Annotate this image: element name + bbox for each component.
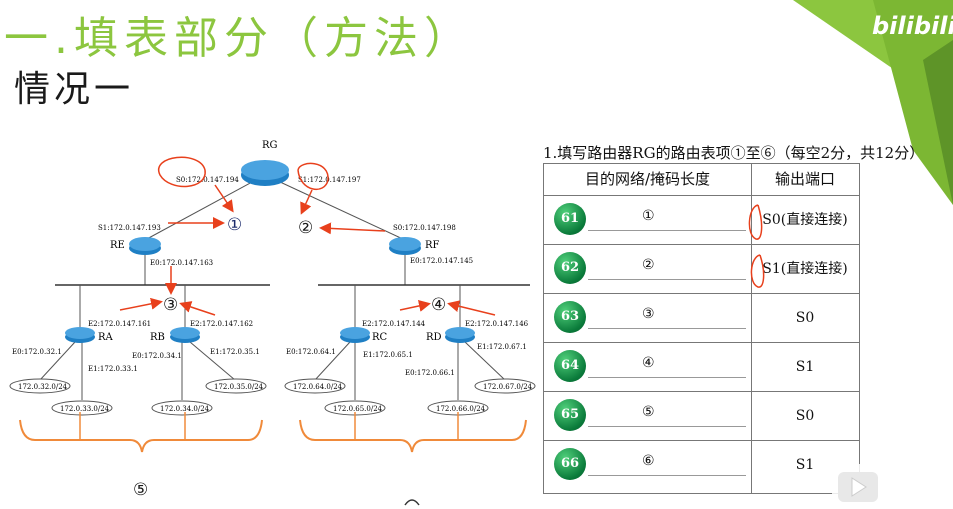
- interface-label: S0:172.0.147.198: [393, 224, 456, 232]
- router-rg-icon: [241, 160, 289, 186]
- play-icon[interactable]: [828, 460, 888, 509]
- router-rf-icon: [389, 237, 421, 255]
- router-re-icon: [129, 237, 161, 255]
- row-port: S1: [795, 457, 815, 473]
- interface-label: E1:172.0.35.1: [210, 348, 260, 356]
- interface-label: E2:172.0.147.146: [465, 320, 529, 328]
- router-rd-icon: [445, 327, 475, 343]
- router-rg-label: RG: [262, 140, 278, 151]
- network-label: 172.0.66.0/24: [436, 405, 486, 413]
- row-number-badge: 61: [554, 203, 586, 235]
- interface-label: E2:172.0.147.144: [362, 320, 426, 328]
- page-title: 一.填表部分（方法）: [4, 13, 474, 64]
- header-destination: 目的网络/掩码长度: [584, 170, 711, 188]
- router-rd-label: RD: [426, 332, 442, 343]
- network-label: 172.0.33.0/24: [60, 405, 110, 413]
- router-rc-label: RC: [372, 332, 388, 343]
- interface-label: E0:172.0.32.1: [12, 348, 62, 356]
- interface-label: E0:172.0.66.1: [405, 369, 455, 377]
- answer-blank[interactable]: [588, 475, 746, 476]
- row-port: S1: [795, 359, 815, 375]
- interface-label: E0:172.0.34.1: [132, 352, 182, 360]
- row-number-badge: 64: [554, 350, 586, 382]
- interface-label: E0:172.0.147.145: [410, 257, 473, 265]
- row-blank-marker: ⑥: [642, 453, 655, 469]
- answer-blank[interactable]: [588, 328, 746, 329]
- interface-label: E1:172.0.33.1: [88, 365, 138, 373]
- row-port: S0(直接连接): [762, 212, 848, 228]
- interface-label: S1:172.0.147.197: [298, 176, 361, 184]
- watermark-text: 其实举世无双: [735, 24, 832, 43]
- handwritten-circle: [297, 162, 329, 190]
- table-row: 64 ④ S1: [544, 343, 859, 392]
- table-row: 65 ⑤ S0: [544, 392, 859, 441]
- brace-left: [19, 419, 263, 453]
- router-ra-label: RA: [98, 332, 114, 343]
- row-blank-marker: ③: [642, 306, 655, 322]
- table-row: 63 ③ S0: [544, 294, 859, 343]
- brace-right: [299, 419, 527, 453]
- router-rb-icon: [170, 327, 200, 343]
- interface-label: E1:172.0.67.1: [477, 343, 527, 351]
- router-ra-icon: [65, 327, 95, 343]
- network-label: 172.0.34.0/24: [160, 405, 210, 413]
- answer-blank[interactable]: [588, 230, 746, 231]
- row-blank-marker: ②: [642, 257, 655, 273]
- row-number-badge: 62: [554, 252, 586, 284]
- answer-blank[interactable]: [588, 377, 746, 378]
- row-number-badge: 63: [554, 301, 586, 333]
- network-label: 172.0.35.0/24: [214, 383, 264, 391]
- table-row: 61 ① S0(直接连接): [544, 196, 859, 245]
- row-blank-marker: ⑤: [642, 404, 655, 420]
- marker-5: ⑤: [133, 480, 148, 500]
- row-port: S1(直接连接): [762, 261, 848, 277]
- interface-label: E2:172.0.147.161: [88, 320, 151, 328]
- row-number-badge: 65: [554, 399, 586, 431]
- row-number-badge: 66: [554, 448, 586, 480]
- network-label: 172.0.67.0/24: [483, 383, 533, 391]
- header-port: 输出端口: [774, 170, 835, 188]
- handwritten-annotations: [748, 204, 765, 288]
- marker-4: ④: [431, 295, 446, 315]
- page-subtitle: 情况一: [14, 69, 135, 110]
- bilibili-logo: bilibili: [872, 12, 953, 40]
- question-text: 1.填写路由器RG的路由表项①至⑥（每空2分，共12分）: [543, 144, 925, 162]
- row-port: S0: [795, 310, 815, 326]
- router-rc-icon: [340, 327, 370, 343]
- marker-2: ②: [298, 218, 313, 238]
- interface-label: E0:172.0.147.163: [150, 259, 213, 267]
- row-port: S0: [795, 408, 815, 424]
- table-row: 66 ⑥ S1: [544, 441, 859, 490]
- network-label: 172.0.64.0/24: [293, 383, 343, 391]
- table-row: 62 ② S1(直接连接): [544, 245, 859, 294]
- router-rb-label: RB: [150, 332, 165, 343]
- router-re-label: RE: [110, 240, 125, 251]
- routing-table: 目的网络/掩码长度 输出端口 61 ① S0(直接连接) 62 ② S1(直接连…: [543, 163, 860, 494]
- network-label: 172.0.65.0/24: [333, 405, 383, 413]
- network-label: 172.0.32.0/24: [18, 383, 68, 391]
- interface-label: S0:172.0.147.194: [176, 176, 239, 184]
- marker-3: ③: [163, 295, 178, 315]
- router-rf-label: RF: [425, 240, 440, 251]
- handwritten-circle: [157, 156, 206, 188]
- answer-blank[interactable]: [588, 426, 746, 427]
- green-decoration: [793, 0, 953, 205]
- answer-blank[interactable]: [588, 279, 746, 280]
- interface-label: E2:172.0.147.162: [190, 320, 253, 328]
- marker-1: ①: [227, 215, 242, 235]
- network-diagram: RG RE RF RA RB RC RD S0:172.0.147.194 S1…: [9, 140, 536, 506]
- interface-label: E0:172.0.64.1: [286, 348, 336, 356]
- interface-label: S1:172.0.147.193: [98, 224, 161, 232]
- row-blank-marker: ①: [642, 208, 655, 224]
- interface-label: E1:172.0.65.1: [363, 351, 413, 359]
- row-blank-marker: ④: [642, 355, 655, 371]
